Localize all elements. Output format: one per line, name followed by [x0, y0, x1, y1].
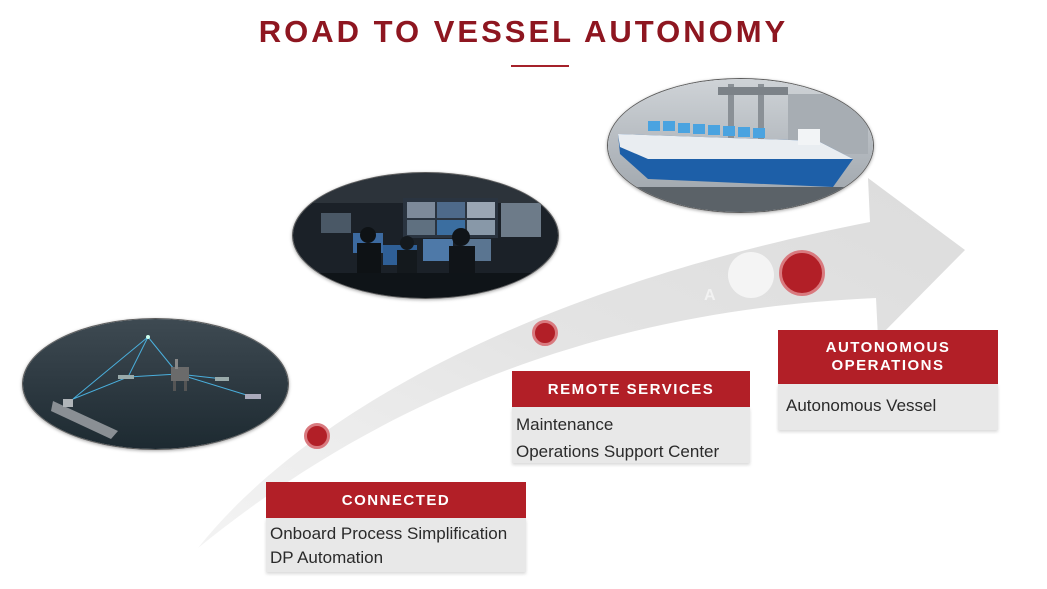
- ghost-circle: [728, 252, 774, 298]
- stage-item: Onboard Process Simplification: [270, 524, 508, 543]
- stage-item: Operations Support Center: [516, 442, 720, 461]
- milestone-dot-autonomous-operations: [779, 250, 825, 296]
- autonomous-ship-photo: [607, 78, 874, 213]
- stage-heading: REMOTE SERVICES: [512, 371, 750, 407]
- control-room-photo: [292, 172, 559, 299]
- stage-heading-line: AUTONOMOUS: [825, 339, 951, 356]
- milestone-dot-remote-services: [532, 320, 558, 346]
- stage-card-remote-services: REMOTE SERVICES Maintenance Operations S…: [512, 371, 750, 463]
- stage-item: DP Automation: [270, 548, 384, 567]
- stage-card-connected: CONNECTED Onboard Process Simplification…: [266, 482, 526, 572]
- stage-item: Maintenance: [516, 415, 614, 434]
- stage-card-autonomous-operations: AUTONOMOUS OPERATIONS Autonomous Vessel: [778, 330, 998, 430]
- stage-heading-line: OPERATIONS: [831, 357, 945, 374]
- stage-heading: AUTONOMOUS OPERATIONS: [778, 330, 998, 384]
- stage-item: Autonomous Vessel: [786, 396, 937, 415]
- stage-items: Maintenance Operations Support Center: [512, 407, 750, 463]
- milestone-dot-connected: [304, 423, 330, 449]
- page-title: ROAD TO VESSEL AUTONOMY: [258, 14, 789, 49]
- stage-items: Onboard Process Simplification DP Automa…: [266, 518, 526, 572]
- stage-items: Autonomous Vessel: [778, 384, 998, 430]
- title-underline: [511, 65, 569, 67]
- stage-heading: CONNECTED: [266, 482, 526, 518]
- ghost-letter: A: [704, 287, 716, 304]
- offshore-platform-photo: [22, 318, 289, 450]
